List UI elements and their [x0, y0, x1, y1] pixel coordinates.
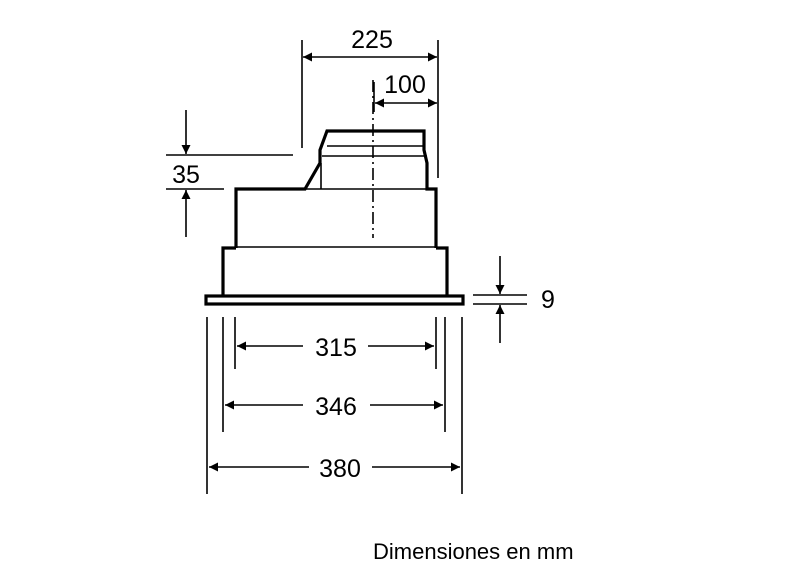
- dimension-346: 346: [225, 393, 443, 421]
- dimension-315: 315: [237, 334, 434, 362]
- dimension-380: 380: [209, 455, 460, 483]
- dimension-label-9: 9: [541, 286, 555, 314]
- dimension-225: 225: [301, 26, 439, 178]
- width-extension-lines: [206, 317, 463, 494]
- dimension-label-315: 315: [315, 334, 357, 362]
- dimension-label-35: 35: [172, 161, 200, 189]
- dimension-100: 100: [373, 71, 437, 112]
- dimension-35: 35: [166, 110, 293, 237]
- hood-body: [204, 80, 465, 306]
- hood-flange: [204, 294, 465, 306]
- dimension-label-346: 346: [315, 393, 357, 421]
- hood-lower-box: [221, 246, 449, 296]
- dimension-label-100: 100: [384, 71, 426, 99]
- dimension-9: 9: [473, 256, 555, 343]
- dimension-label-225: 225: [351, 26, 393, 54]
- dimension-label-380: 380: [319, 455, 361, 483]
- units-caption: Dimensiones en mm: [373, 539, 574, 564]
